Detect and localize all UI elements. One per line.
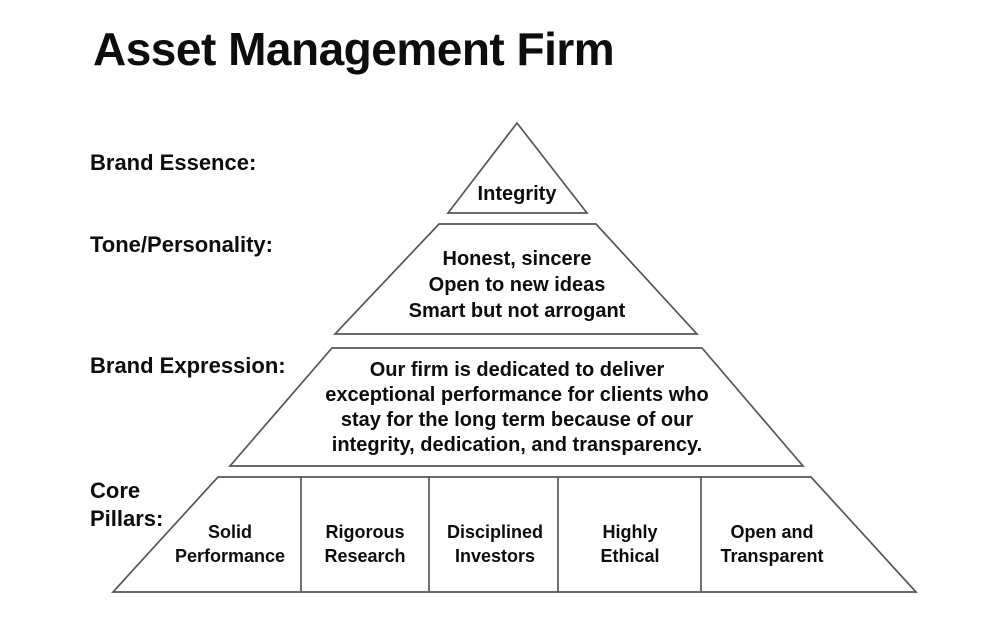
expression-line-3: stay for the long term because of our (340, 409, 694, 431)
pillar-line: Rigorous (325, 522, 405, 542)
brand-expression-text: Our firm is dedicated to deliver excepti… (325, 358, 708, 458)
row-label-tone-personality: Tone/Personality: (90, 232, 273, 257)
tone-line-2: Open to new ideas (428, 274, 606, 296)
pillar-line: Ethical (600, 546, 660, 566)
expression-line-1: Our firm is dedicated to deliver (369, 359, 665, 381)
tier-expression-trapezoid (228, 347, 805, 467)
pillar-cell-solid-performance: Solid Performance (175, 520, 285, 568)
expression-line-2: exceptional performance for clients who (325, 384, 709, 406)
tone-line-3: Smart but not arrogant (408, 300, 626, 322)
pillar-line: Performance (174, 546, 286, 566)
expression-line-4: integrity, dedication, and transparency. (331, 434, 703, 456)
pillar-cell-disciplined-investors: Disciplined Investors (447, 520, 543, 568)
row-label-brand-essence: Brand Essence: (90, 150, 257, 175)
tier-brand-essence-triangle (446, 121, 589, 214)
pillar-cell-rigorous-research: Rigorous Research (324, 520, 405, 568)
pillar-cell-open-transparent: Open and Transparent (720, 520, 823, 568)
tone-personality-text: Honest, sincere Open to new ideas Smart … (409, 246, 626, 324)
row-label-brand-expression: Brand Expression: (90, 353, 286, 378)
pillar-line: Research (324, 546, 406, 566)
pillar-line: Disciplined (446, 522, 544, 542)
tier-tone-trapezoid (333, 223, 699, 335)
page-title: Asset Management Firm (93, 23, 615, 75)
tier-core-pillars-trapezoid (111, 476, 918, 593)
row-label-core-pillars: Core Pillars: (90, 477, 163, 533)
row-label-core-pillars-line-1: Core (90, 478, 141, 503)
pillar-line: Investors (454, 546, 536, 566)
pillar-cell-highly-ethical: Highly Ethical (600, 520, 659, 568)
pillar-line: Solid (208, 522, 252, 542)
brand-essence-text: Integrity (477, 183, 557, 205)
row-label-core-pillars-line-2: Pillars: (90, 506, 164, 531)
pillar-line: Highly (602, 522, 658, 542)
tone-line-1: Honest, sincere (442, 248, 592, 270)
pillar-line: Transparent (720, 546, 824, 566)
pillar-line: Open and (730, 522, 814, 542)
